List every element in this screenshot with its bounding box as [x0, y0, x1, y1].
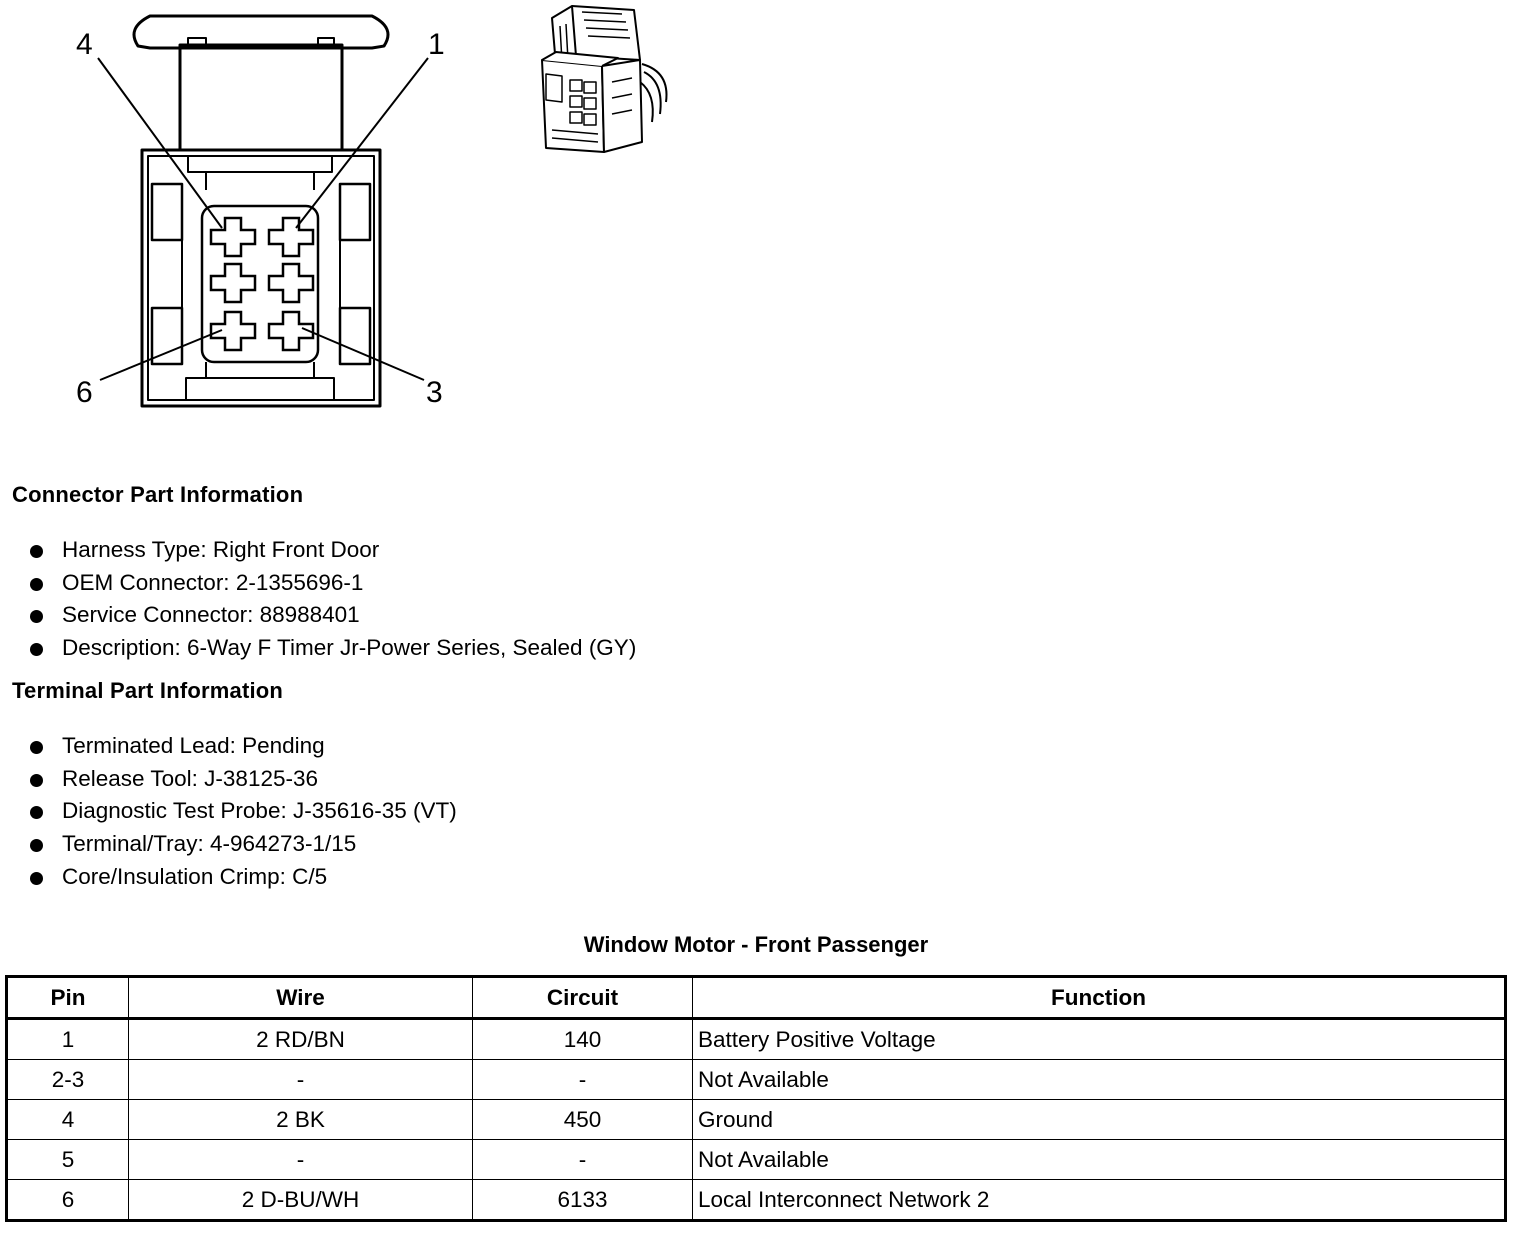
terminal-3: [267, 310, 315, 352]
pin-callout-3: 3: [426, 376, 443, 409]
connector-face-diagram: 4 1 6 3: [76, 14, 445, 409]
leader-line-1: [295, 57, 429, 229]
table-row: 1 2 RD/BN 140 Battery Positive Voltage: [6, 1018, 1506, 1060]
bullet-icon: [30, 610, 43, 624]
connector-part-info-list: Harness Type: Right Front Door OEM Conne…: [30, 534, 636, 665]
table-row: 6 2 D-BU/WH 6133 Local Interconnect Netw…: [6, 1179, 1506, 1221]
list-item: Diagnostic Test Probe: J-35616-35 (VT): [30, 795, 457, 828]
terminal-6: [209, 310, 257, 352]
cell-pin: 4: [6, 1099, 129, 1140]
bullet-icon: [30, 806, 43, 820]
terminal-part-info-heading: Terminal Part Information: [12, 678, 284, 703]
list-item-text: Release Tool: J-38125-36: [62, 765, 319, 791]
cell-circuit: -: [472, 1139, 693, 1180]
cell-pin: 6: [6, 1179, 129, 1221]
bullet-icon: [30, 741, 43, 754]
pin-callout-4: 4: [76, 28, 93, 61]
leader-line-6: [99, 329, 223, 381]
list-item-text: Service Connector: 88988401: [62, 602, 360, 628]
column-header-pin: Pin: [6, 976, 129, 1019]
table-row: 5 - - Not Available: [6, 1139, 1506, 1180]
list-item-text: Terminated Lead: Pending: [62, 733, 325, 758]
bullet-icon: [30, 545, 43, 558]
leader-line-4: [97, 57, 223, 229]
cell-circuit: 6133: [472, 1179, 693, 1221]
cell-pin: 1: [6, 1018, 129, 1060]
list-item: Terminated Lead: Pending: [30, 730, 457, 763]
connector-part-info-heading: Connector Part Information: [12, 482, 304, 507]
cell-pin: 5: [6, 1139, 129, 1180]
table-row: 2-3 - - Not Available: [6, 1059, 1506, 1100]
cell-wire: -: [128, 1139, 473, 1180]
list-item-text: Description: 6-Way F Timer Jr-Power Seri…: [62, 635, 637, 661]
list-item: Core/Insulation Crimp: C/5: [30, 861, 457, 894]
column-header-function: Function: [692, 976, 1506, 1019]
table-header-row: Pin Wire Circuit Function: [6, 976, 1506, 1019]
cell-circuit: 450: [472, 1099, 693, 1140]
list-item: OEM Connector: 2-1355696-1: [30, 567, 636, 600]
leader-line-3: [301, 327, 425, 381]
list-item: Description: 6-Way F Timer Jr-Power Seri…: [30, 632, 636, 665]
cell-pin: 2-3: [6, 1059, 129, 1100]
bullet-icon: [30, 871, 43, 885]
list-item-text: Diagnostic Test Probe: J-35616-35 (VT): [62, 798, 457, 824]
cell-function: Battery Positive Voltage: [692, 1018, 1506, 1060]
terminal-4: [209, 216, 257, 258]
cell-wire: 2 RD/BN: [128, 1018, 473, 1060]
pin-callout-1: 1: [428, 28, 445, 61]
cell-function: Not Available: [692, 1059, 1506, 1100]
bullet-icon: [30, 643, 43, 657]
cell-wire: -: [128, 1059, 473, 1100]
list-item-text: Core/Insulation Crimp: C/5: [62, 863, 328, 889]
terminal-2: [267, 262, 315, 304]
column-header-circuit: Circuit: [472, 976, 693, 1019]
terminal-5: [209, 262, 257, 304]
list-item: Service Connector: 88988401: [30, 599, 636, 632]
cell-function: Ground: [692, 1099, 1506, 1140]
cell-wire: 2 BK: [128, 1099, 473, 1140]
cell-circuit: 140: [472, 1018, 693, 1060]
cell-function: Not Available: [692, 1139, 1506, 1180]
terminal-part-info-list: Terminated Lead: Pending Release Tool: J…: [30, 730, 457, 893]
bullet-icon: [30, 839, 43, 853]
list-item-text: Terminal/Tray: 4-964273-1/15: [62, 831, 357, 857]
cell-function: Local Interconnect Network 2: [692, 1179, 1506, 1221]
bullet-icon: [30, 577, 43, 591]
cell-wire: 2 D-BU/WH: [128, 1179, 473, 1221]
pinout-table: Pin Wire Circuit Function 1 2 RD/BN 140 …: [5, 975, 1507, 1222]
connector-isometric-illustration: [541, 5, 668, 153]
terminal-1: [267, 216, 315, 258]
cell-circuit: -: [472, 1059, 693, 1100]
list-item-text: OEM Connector: 2-1355696-1: [62, 569, 364, 595]
table-title: Window Motor - Front Passenger: [583, 932, 929, 957]
pin-callout-6: 6: [76, 376, 93, 409]
column-header-wire: Wire: [128, 976, 473, 1019]
table-row: 4 2 BK 450 Ground: [6, 1099, 1506, 1140]
list-item: Terminal/Tray: 4-964273-1/15: [30, 828, 457, 861]
list-item: Release Tool: J-38125-36: [30, 763, 457, 796]
bullet-icon: [30, 773, 43, 787]
list-item-text: Harness Type: Right Front Door: [62, 537, 380, 562]
list-item: Harness Type: Right Front Door: [30, 534, 636, 567]
